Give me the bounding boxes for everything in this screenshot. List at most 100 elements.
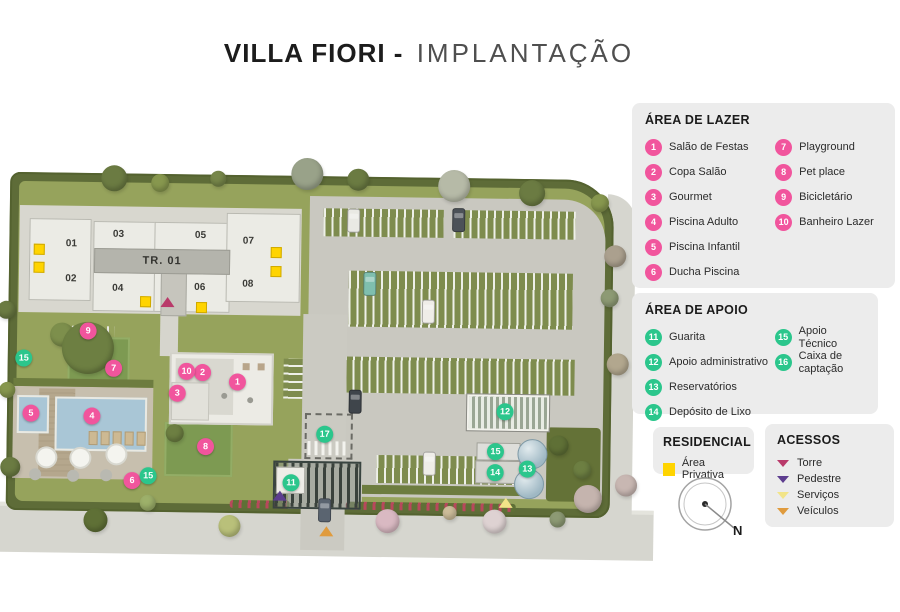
legend-item-label: Piscina Infantil <box>669 241 740 254</box>
car <box>422 451 436 476</box>
legend-marker-dot: 6 <box>645 264 662 281</box>
legend-marker-dot: 13 <box>645 379 662 396</box>
tower-label-band: TR. 01 <box>93 248 231 275</box>
legend-item: 3 Gourmet <box>645 185 775 210</box>
legend-title: ACESSOS <box>777 433 841 447</box>
legend-item-label: Apoio administrativo <box>669 356 769 369</box>
unit-label-07: 07 <box>242 235 255 247</box>
servicos-access-arrow <box>498 497 513 508</box>
legend-item-label: Banheiro Lazer <box>799 216 874 229</box>
patio-table <box>29 468 42 481</box>
legend-item-label: Caixa de captação <box>798 350 844 375</box>
pedestre-arrow-icon <box>777 475 789 483</box>
tree <box>347 168 370 191</box>
veículos-arrow-icon <box>777 507 789 515</box>
legend-marker-dot: 10 <box>775 214 793 231</box>
serviços-arrow-icon <box>777 491 789 499</box>
patio-table <box>67 469 80 482</box>
plan-marker-8: 8 <box>196 437 215 456</box>
unit-label-06: 06 <box>194 281 206 294</box>
torre-access-arrow <box>160 296 175 308</box>
unit-label-05: 05 <box>194 229 207 242</box>
plan-marker-5: 5 <box>22 404 40 422</box>
pool-lounger <box>136 431 146 446</box>
tree <box>614 474 638 497</box>
legend-item-label: Salão de Festas <box>669 141 749 154</box>
tree <box>139 494 156 511</box>
access-legend-item: Veículos <box>777 503 882 519</box>
private-area-marker <box>195 301 208 314</box>
plan-marker-3: 3 <box>168 384 186 402</box>
unit-label-03: 03 <box>112 228 125 240</box>
legend-item: 6 Ducha Piscina <box>645 260 775 285</box>
access-item-label: Serviços <box>797 488 840 501</box>
private-area-marker <box>270 265 282 278</box>
access-legend-item: Pedestre <box>777 471 882 487</box>
legend-item-label: Gourmet <box>669 191 712 204</box>
legend-marker-dot: 15 <box>774 329 792 346</box>
legend-item-label: Ducha Piscina <box>669 266 740 279</box>
terrace-furniture <box>247 397 254 404</box>
tree <box>165 424 184 443</box>
walkway <box>159 311 179 357</box>
legend-item-label: Guarita <box>669 331 706 344</box>
legend-item: 10 Banheiro Lazer <box>775 210 882 235</box>
car <box>317 498 332 523</box>
tree <box>210 170 227 187</box>
access-item-label: Torre <box>797 456 823 469</box>
plan-marker-4: 4 <box>83 407 101 425</box>
plan-type-label: IMPLANTAÇÃO <box>416 38 635 68</box>
tree <box>0 456 21 478</box>
compass-rose <box>678 477 735 531</box>
plan-marker-1: 1 <box>228 373 247 391</box>
access-legend-item: Serviços <box>777 487 882 503</box>
legend-marker-dot: 3 <box>645 189 662 206</box>
plan-marker-13: 13 <box>518 460 536 478</box>
car <box>363 271 377 296</box>
legend-item-label: Copa Salão <box>669 166 727 179</box>
legend-marker-dot: 2 <box>645 164 662 181</box>
compass-north-label: N <box>733 523 743 538</box>
tree <box>590 193 610 213</box>
tower-wing-left <box>28 218 92 301</box>
private-area-label: Área Privativa <box>681 457 724 482</box>
car <box>421 299 436 324</box>
private-area-marker <box>33 243 45 255</box>
legend-item-label: Depósito de Lixo <box>669 406 751 419</box>
plan-marker-15: 15 <box>15 349 33 367</box>
unit-label-08: 08 <box>242 278 254 290</box>
pool-lounger <box>88 430 98 446</box>
private-area-marker <box>139 296 152 308</box>
tree <box>600 289 619 308</box>
legend-marker-dot: 7 <box>775 139 793 156</box>
legend-item: 2 Copa Salão <box>645 160 775 185</box>
plan-marker-17: 17 <box>316 425 334 443</box>
legend-title: ÁREA DE APOIO <box>645 303 748 317</box>
terrace-furniture <box>242 363 250 371</box>
legend-marker-dot: 5 <box>645 239 662 256</box>
pedestre-access-arrow <box>272 490 287 501</box>
legend-marker-dot: 8 <box>775 164 793 181</box>
plan-marker-7: 7 <box>104 359 123 377</box>
car <box>347 208 361 233</box>
unit-label-04: 04 <box>112 282 124 294</box>
plan-marker-15: 15 <box>139 467 157 485</box>
private-area-marker <box>270 246 282 259</box>
